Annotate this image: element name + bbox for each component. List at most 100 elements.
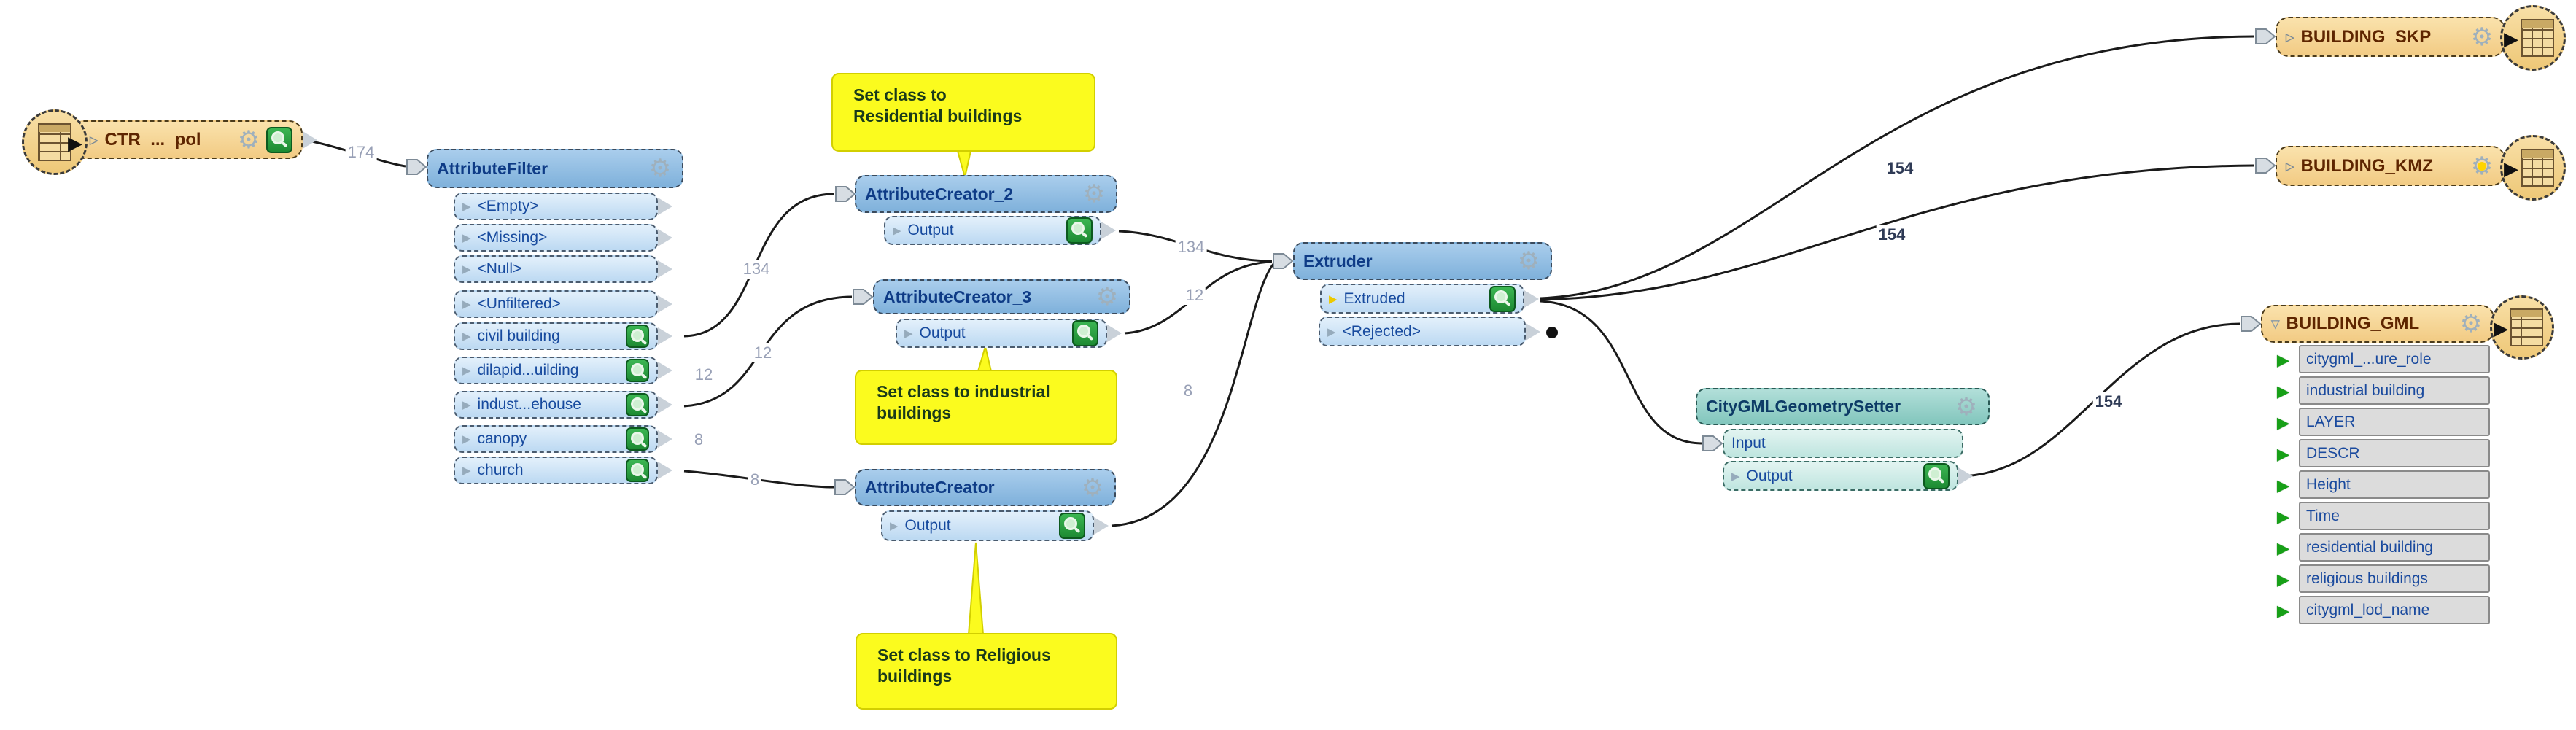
attribute-row[interactable]: industrial building: [2299, 376, 2490, 405]
attribute-row[interactable]: residential building: [2299, 533, 2490, 562]
port-creator3-output[interactable]: Output: [896, 319, 1107, 348]
port-label: indust...ehouse: [477, 396, 581, 413]
inspect-icon[interactable]: [1072, 320, 1098, 346]
reader-dataset-icon[interactable]: [22, 109, 88, 175]
building-skp-title: BUILDING_SKP: [2300, 26, 2432, 47]
port-industrial-warehouse[interactable]: indust...ehouse: [454, 391, 658, 419]
writer-arrow-icon: [2494, 319, 2508, 338]
port-church[interactable]: church: [454, 457, 658, 484]
port-missing[interactable]: <Missing>: [454, 224, 658, 252]
input-plug-citygmlsetter: [1702, 435, 1723, 451]
writer-dataset-icon[interactable]: [2490, 295, 2554, 360]
input-plug-extruder: [1273, 253, 1294, 269]
note-religious[interactable]: Set class to Religious buildings: [856, 633, 1117, 710]
gear-icon[interactable]: [1094, 284, 1120, 310]
attribute-row[interactable]: Height: [2299, 470, 2490, 499]
attribute-row[interactable]: religious buildings: [2299, 564, 2490, 593]
count-dilapidated-port: 12: [692, 365, 715, 384]
inspect-icon[interactable]: [1066, 217, 1093, 244]
connection-extruded-to-kmz[interactable]: [1540, 164, 2255, 301]
port-arrow-icon: [462, 398, 471, 411]
rejected-terminator-dot: [1546, 327, 1558, 338]
note-residential[interactable]: Set class to Residential buildings: [831, 73, 1095, 152]
port-unfiltered[interactable]: <Unfiltered>: [454, 290, 658, 318]
node-attributecreator2[interactable]: AttributeCreator_2: [855, 175, 1117, 213]
port-rejected[interactable]: <Rejected>: [1319, 317, 1526, 346]
port-label: Output: [904, 517, 951, 534]
port-label: dilapid...uilding: [477, 362, 579, 378]
count-to-skp: 154: [1884, 159, 1916, 178]
attribute-row[interactable]: DESCR: [2299, 439, 2490, 467]
inspect-icon[interactable]: [1923, 462, 1950, 489]
inspect-icon[interactable]: [1059, 513, 1085, 539]
port-arrow-icon: [462, 298, 471, 311]
port-label: canopy: [477, 430, 527, 447]
connection-creator-to-extruder[interactable]: [1111, 263, 1275, 527]
gear-icon[interactable]: [236, 127, 262, 153]
note-tail-residential: [956, 150, 972, 178]
port-label: Input: [1731, 435, 1766, 451]
input-plug-creator: [834, 479, 856, 495]
port-dilapidated-building[interactable]: dilapid...uilding: [454, 357, 658, 384]
node-extruder[interactable]: Extruder: [1293, 242, 1552, 280]
attribute-arrow-icon: [2277, 602, 2289, 621]
port-arrow-icon: [462, 200, 471, 213]
gear-icon[interactable]: [647, 155, 673, 182]
port-arrow-icon: [1329, 292, 1338, 306]
node-source-feature-type[interactable]: CTR_..._pol: [71, 120, 317, 159]
note-industrial[interactable]: Set class to industrial buildings: [855, 370, 1117, 445]
port-canopy[interactable]: canopy: [454, 425, 658, 453]
node-attributecreator[interactable]: AttributeCreator: [855, 469, 1116, 506]
table-icon: [2521, 149, 2554, 187]
building-gml-title: BUILDING_GML: [2286, 314, 2420, 333]
count-church-link: 8: [748, 470, 762, 489]
attribute-row[interactable]: citygml_...ure_role: [2299, 345, 2490, 373]
inspect-icon[interactable]: [626, 459, 649, 482]
connection-extruded-to-skp[interactable]: [1540, 35, 2255, 300]
attribute-arrow-icon: [2277, 539, 2289, 558]
extruder-title: Extruder: [1303, 251, 1373, 271]
output-port-tip[interactable]: [303, 131, 317, 149]
gear-icon[interactable]: [2469, 24, 2495, 50]
port-label: Extruded: [1343, 290, 1405, 307]
collapse-arrow-icon[interactable]: [2271, 317, 2280, 330]
port-civil-building[interactable]: civil building: [454, 322, 658, 350]
port-arrow-icon: [893, 224, 901, 237]
attribute-row[interactable]: citygml_lod_name: [2299, 596, 2490, 624]
attribute-row[interactable]: LAYER: [2299, 408, 2490, 436]
port-extruded[interactable]: Extruded: [1320, 284, 1524, 314]
node-building-skp[interactable]: BUILDING_SKP: [2276, 17, 2505, 57]
node-building-kmz[interactable]: BUILDING_KMZ: [2276, 146, 2505, 186]
gear-highlight-dot: [2478, 161, 2486, 171]
gear-icon[interactable]: [1516, 248, 1542, 274]
attribute-row[interactable]: Time: [2299, 502, 2490, 530]
writer-dataset-icon[interactable]: [2500, 5, 2566, 71]
port-setter-input[interactable]: Input: [1723, 429, 1963, 458]
note-tail-industrial: [977, 343, 993, 372]
gear-icon[interactable]: [2469, 153, 2495, 179]
inspect-icon[interactable]: [626, 359, 649, 382]
inspect-icon[interactable]: [1489, 285, 1516, 312]
node-building-gml[interactable]: BUILDING_GML: [2261, 305, 2494, 343]
node-citygmlgeometrysetter[interactable]: CityGMLGeometrySetter: [1696, 388, 1990, 425]
connection-extruded-to-citygmlsetter[interactable]: [1540, 300, 1702, 445]
port-setter-output[interactable]: Output: [1723, 461, 1958, 491]
port-empty[interactable]: <Empty>: [454, 193, 658, 220]
gear-icon[interactable]: [1079, 475, 1106, 501]
attribute-arrow-icon: [2277, 508, 2289, 527]
inspect-icon[interactable]: [266, 126, 292, 153]
node-attributefilter[interactable]: AttributeFilter: [427, 149, 683, 188]
inspect-icon[interactable]: [626, 393, 649, 416]
gear-icon[interactable]: [1081, 181, 1107, 207]
port-creator2-output[interactable]: Output: [884, 216, 1101, 245]
gear-icon[interactable]: [1953, 394, 1979, 420]
inspect-icon[interactable]: [626, 325, 649, 348]
port-null[interactable]: <Null>: [454, 255, 658, 283]
gear-icon[interactable]: [2458, 311, 2484, 337]
node-attributecreator3[interactable]: AttributeCreator_3: [873, 279, 1130, 314]
inspect-icon[interactable]: [626, 427, 649, 451]
port-creator-output[interactable]: Output: [881, 510, 1094, 541]
source-title: CTR_..._pol: [104, 129, 201, 150]
writer-dataset-icon[interactable]: [2500, 135, 2566, 201]
